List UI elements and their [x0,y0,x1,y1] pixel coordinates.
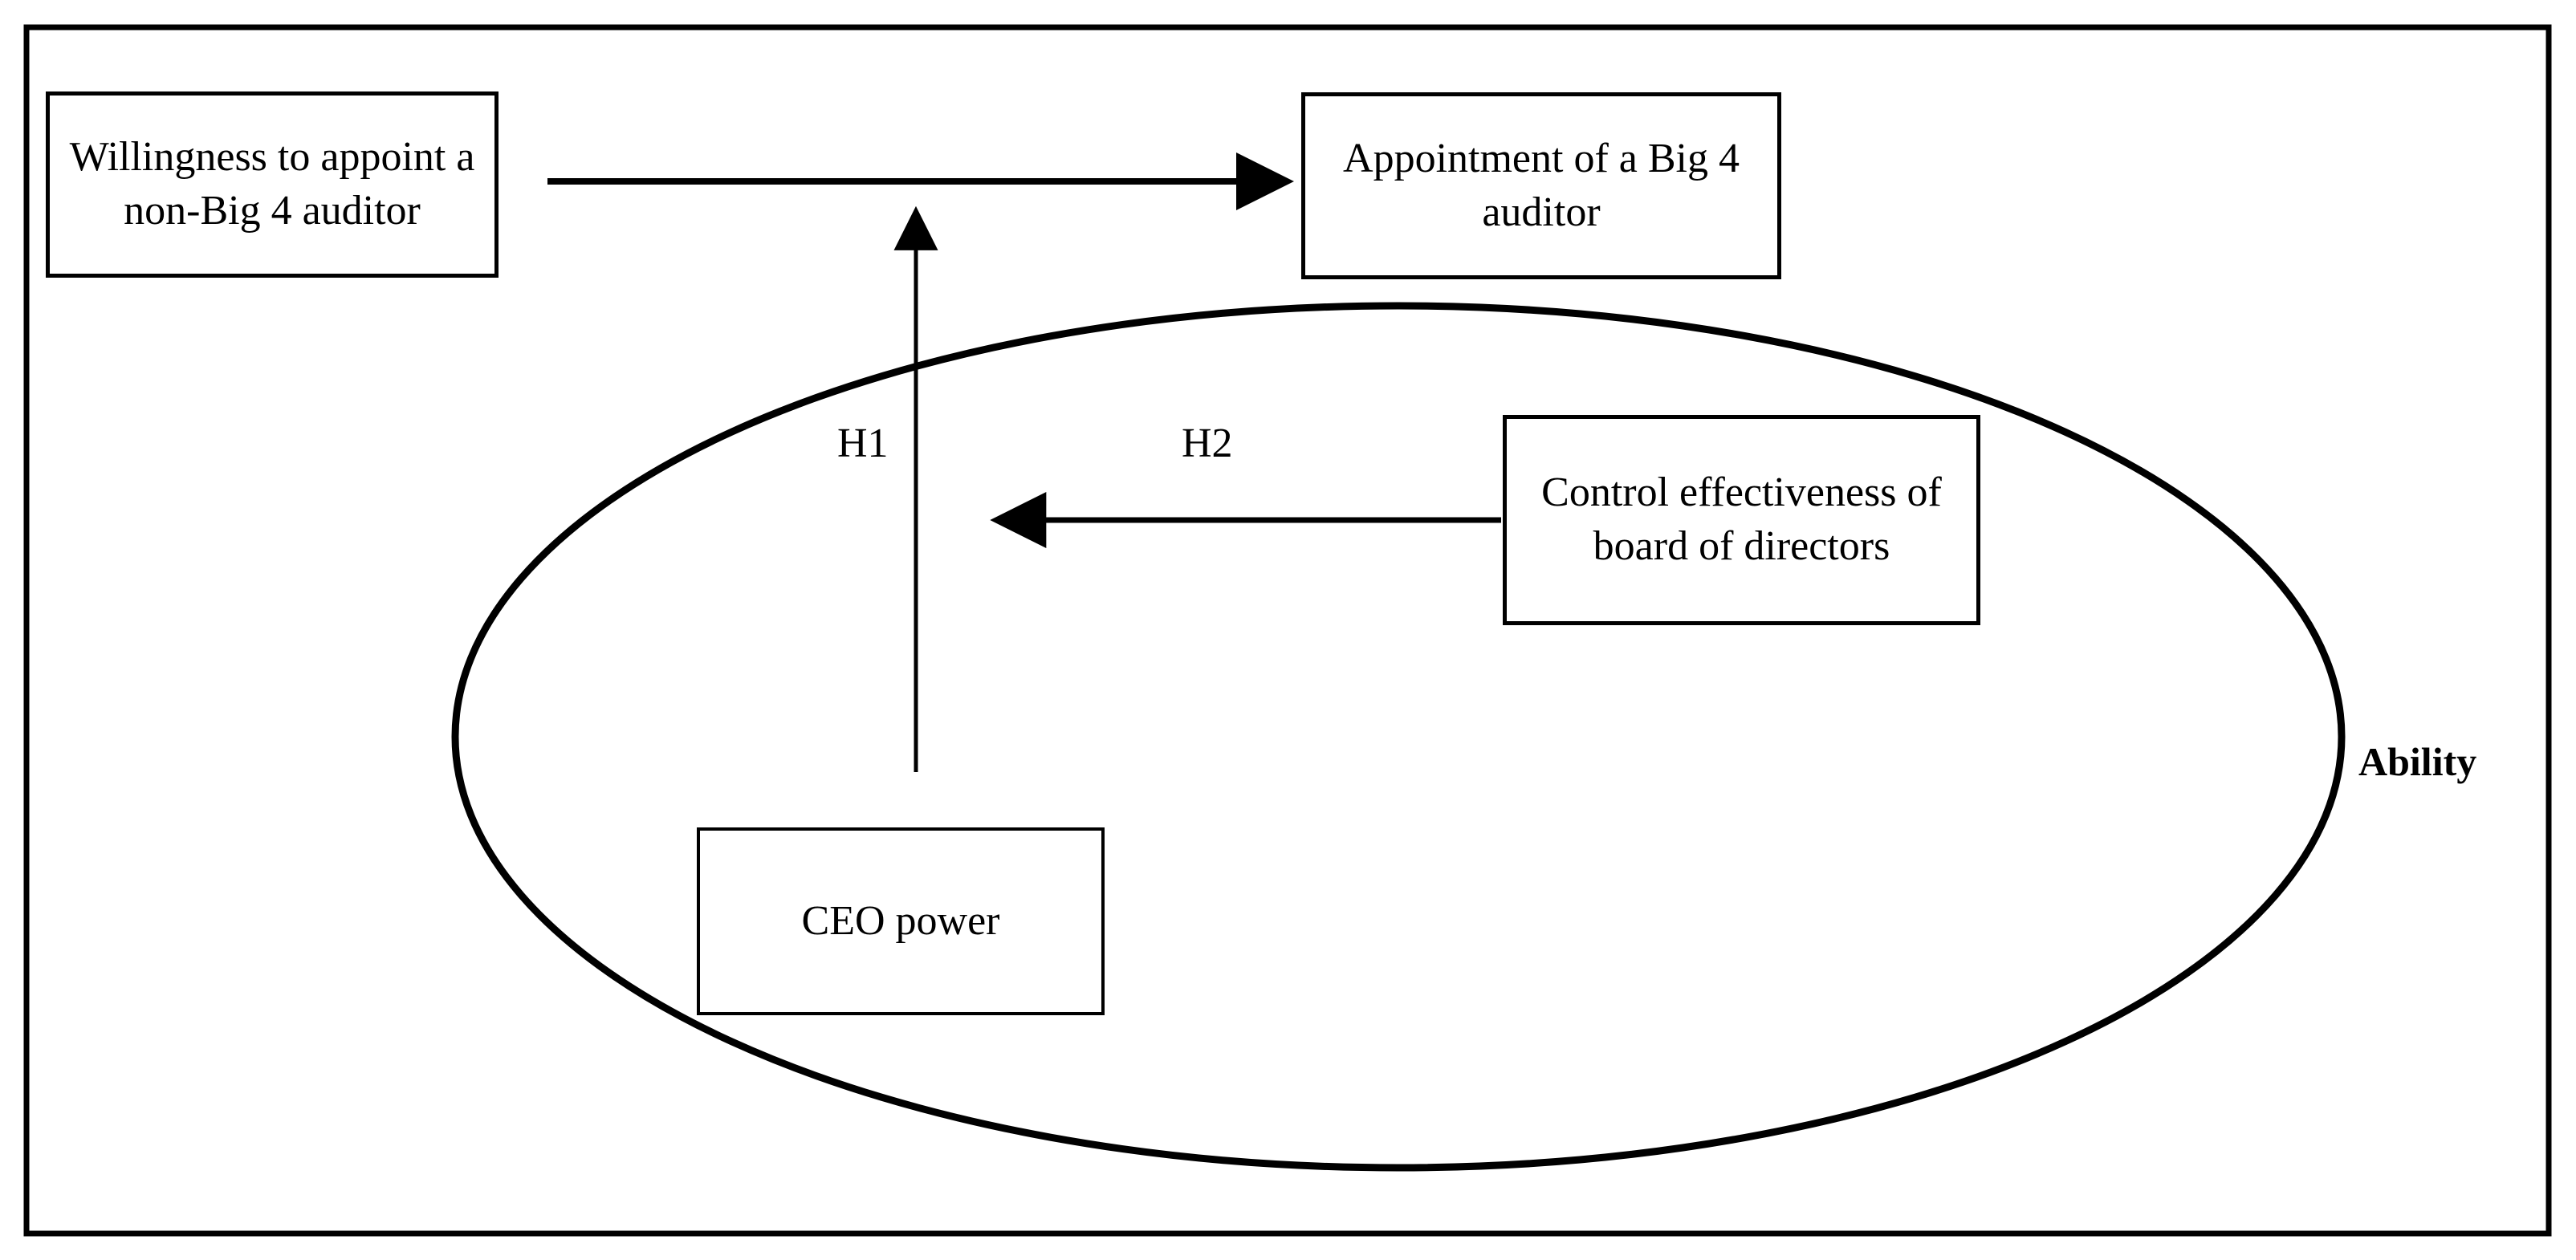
node-ceo-power-label: CEO power [801,897,1000,944]
edge-label-h1: H1 [837,421,889,466]
node-willingness-label: Willingness to appoint a non-Big 4 audit… [69,134,475,234]
node-control-effectiveness-label: Control effectiveness of board of direct… [1541,469,1942,569]
edge-label-h2: H2 [1182,421,1233,466]
node-ceo-power[interactable]: CEO power [697,827,1105,1015]
ability-ellipse-label: Ability [2358,739,2477,784]
node-appointment-big4[interactable]: Appointment of a Big 4 auditor [1301,92,1781,279]
node-willingness-to-appoint[interactable]: Willingness to appoint a non-Big 4 audit… [46,91,499,278]
ability-ellipse [451,302,2346,1172]
outer-frame [23,24,2552,1237]
node-control-effectiveness[interactable]: Control effectiveness of board of direct… [1503,415,1980,625]
node-appointment-label: Appointment of a Big 4 auditor [1343,135,1740,235]
